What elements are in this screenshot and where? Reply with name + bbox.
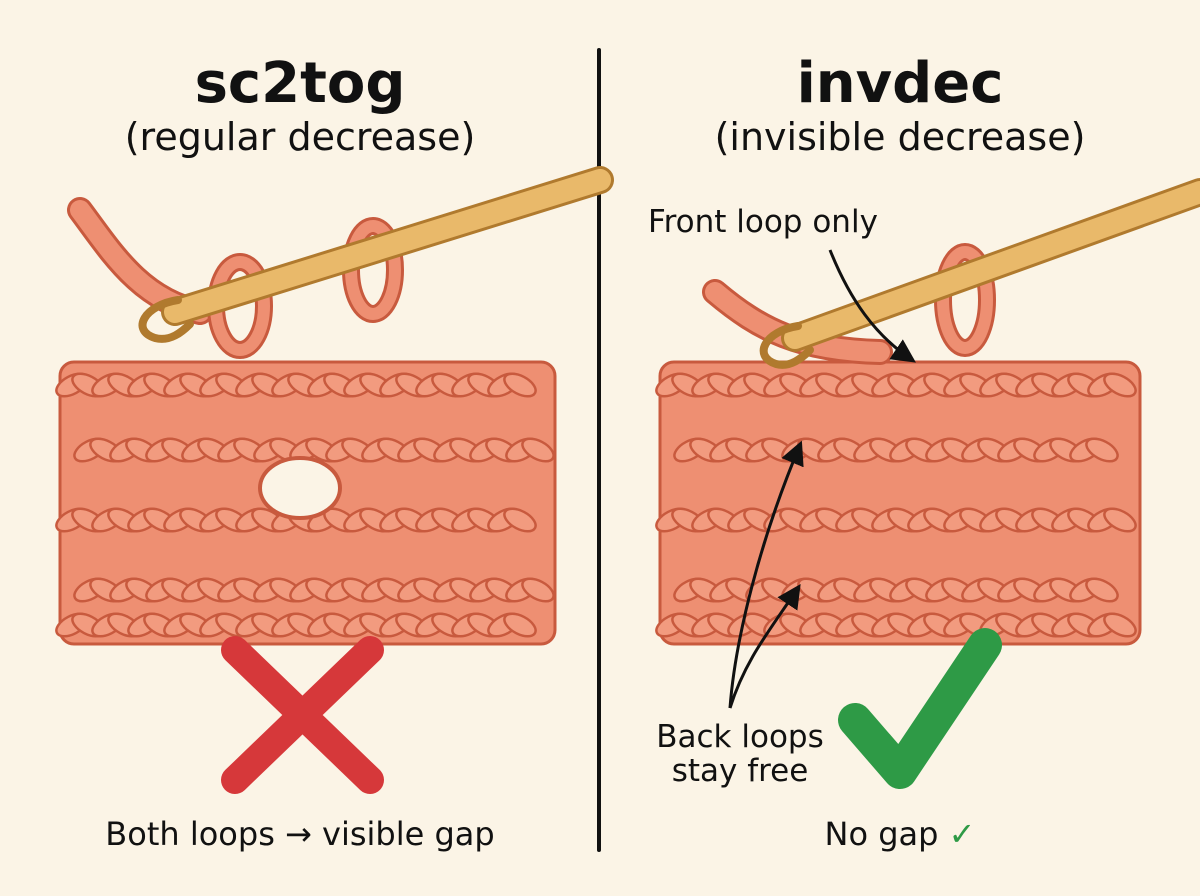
caption-invdec: No gap ✓ <box>600 818 1200 850</box>
fabric-swatch-left <box>55 360 557 646</box>
stitch <box>1103 612 1137 638</box>
stitch <box>521 577 555 603</box>
divider-line <box>597 48 601 852</box>
caption-check-icon: ✓ <box>948 815 976 853</box>
fabric-swatch-right <box>655 360 1142 646</box>
stitch <box>503 507 537 533</box>
stitch <box>1103 507 1137 533</box>
stitch <box>1103 372 1137 398</box>
arrow-icon <box>728 584 801 709</box>
title-invdec: invdec <box>796 51 1004 116</box>
label-back-loops: Back loops stay free <box>640 720 840 788</box>
crochet-hook-icon <box>138 166 614 343</box>
stitch <box>503 612 537 638</box>
stitch <box>521 437 555 463</box>
label-back-loops-line1: Back loops <box>656 719 824 755</box>
label-front-loop-only: Front loop only <box>648 204 878 240</box>
arrow-icon <box>828 249 916 363</box>
subtitle-invdec: (invisible decrease) <box>714 115 1086 159</box>
stitch <box>1085 577 1119 603</box>
label-back-loops-line2: stay free <box>671 753 809 790</box>
checkmark-icon <box>838 628 1002 789</box>
cross-icon <box>221 636 384 794</box>
loop-on-hook-right <box>934 243 996 357</box>
stitch <box>1085 437 1119 463</box>
caption-sc2tog: Both loops → visible gap <box>105 815 495 853</box>
caption-no-gap: No gap <box>824 815 939 853</box>
visible-gap <box>258 456 342 520</box>
arrow-icon <box>728 440 804 709</box>
stitch <box>503 372 537 398</box>
subtitle-sc2tog: (regular decrease) <box>124 115 476 159</box>
title-sc2tog: sc2tog <box>194 51 406 116</box>
